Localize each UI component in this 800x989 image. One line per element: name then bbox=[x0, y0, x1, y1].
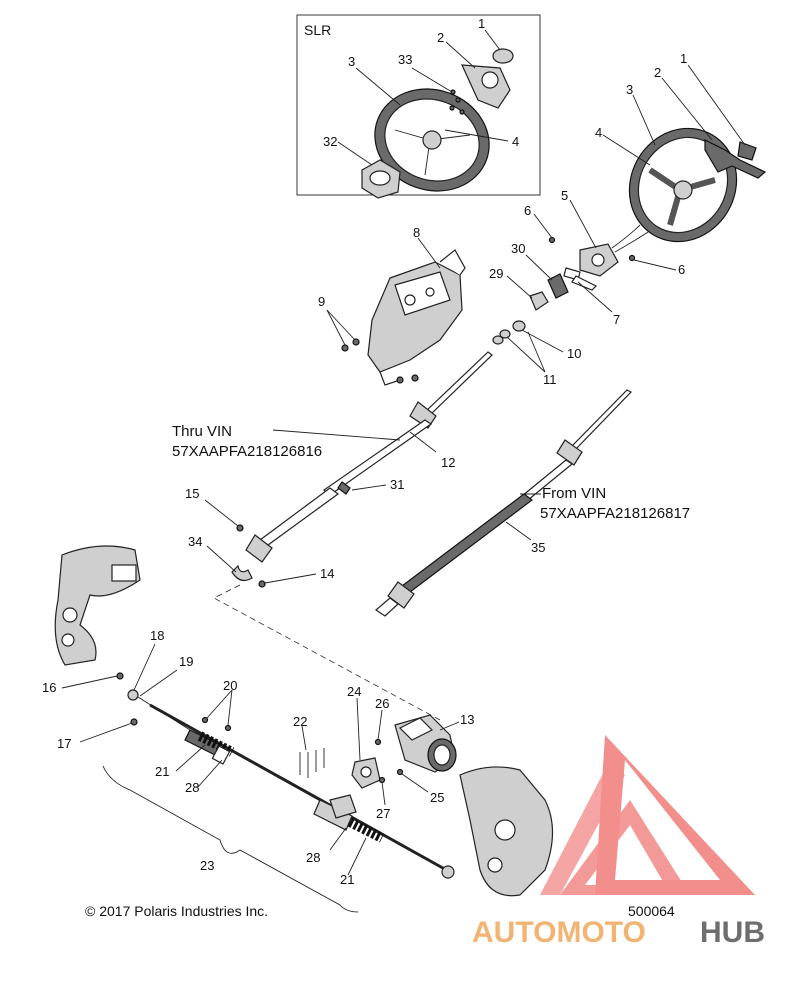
callout-4: 4 bbox=[595, 125, 602, 140]
bolt-15 bbox=[236, 524, 244, 532]
callout-9: 9 bbox=[318, 294, 325, 309]
watermark-text-hub: HUB bbox=[700, 916, 765, 949]
wheel-clip bbox=[704, 139, 767, 179]
bearing-11 bbox=[492, 329, 511, 345]
callout-3: 3 bbox=[348, 54, 355, 69]
callout-29: 29 bbox=[489, 266, 503, 281]
clamp-34 bbox=[231, 564, 253, 582]
bolt-26 bbox=[374, 738, 382, 746]
bearing-10 bbox=[512, 320, 526, 332]
callout-35: 35 bbox=[531, 540, 545, 555]
vin-from-label: From VIN bbox=[542, 485, 606, 502]
diagram-number: 500064 bbox=[628, 903, 675, 919]
bracket-30 bbox=[547, 273, 569, 299]
inset-steering-wheel bbox=[374, 88, 490, 192]
callout-7: 7 bbox=[613, 312, 620, 327]
callout-10: 10 bbox=[567, 346, 581, 361]
nut-29 bbox=[529, 291, 549, 311]
callout-3: 3 bbox=[626, 82, 633, 97]
callout-18: 18 bbox=[150, 628, 164, 643]
left-knuckle bbox=[54, 545, 141, 666]
callout-14: 14 bbox=[320, 566, 334, 581]
callout-1: 1 bbox=[680, 51, 687, 66]
bolt-25 bbox=[396, 768, 404, 776]
callout-34: 34 bbox=[188, 534, 202, 549]
callout-28: 28 bbox=[185, 780, 199, 795]
switch-assembly bbox=[563, 224, 649, 291]
callout-21: 21 bbox=[155, 764, 169, 779]
callout-4: 4 bbox=[512, 134, 519, 149]
callout-15: 15 bbox=[185, 486, 199, 501]
vin-thru-number: 57XAAPFA218126816 bbox=[172, 443, 322, 460]
callout-24: 24 bbox=[347, 684, 361, 699]
watermark-text-automoto: AUTOMOTO bbox=[472, 916, 646, 949]
inset-screws bbox=[449, 89, 465, 115]
callout-32: 32 bbox=[323, 134, 337, 149]
callout-19: 19 bbox=[179, 654, 193, 669]
bolt-27 bbox=[378, 776, 386, 784]
callout-16: 16 bbox=[42, 680, 56, 695]
callout-26: 26 bbox=[375, 696, 389, 711]
callout-1: 1 bbox=[478, 16, 485, 31]
callout-2: 2 bbox=[437, 30, 444, 45]
slr-inset: SLR 1 2 bbox=[296, 14, 541, 199]
bolt-16 bbox=[116, 672, 124, 680]
nut-14 bbox=[258, 580, 266, 588]
callout-22: 22 bbox=[293, 714, 307, 729]
callout-8: 8 bbox=[413, 225, 420, 240]
steering-shaft-35 bbox=[375, 389, 632, 617]
callout-20: 20 bbox=[223, 678, 237, 693]
callout-25: 25 bbox=[430, 790, 444, 805]
callout-17: 17 bbox=[57, 736, 71, 751]
rack-bolts-20 bbox=[201, 716, 232, 732]
callout-5: 5 bbox=[561, 188, 568, 203]
callout-28: 28 bbox=[306, 850, 320, 865]
pinion-housing bbox=[329, 757, 381, 819]
rack-bolts-22 bbox=[299, 748, 325, 778]
column-bracket bbox=[367, 249, 466, 386]
vin-from-number: 57XAAPFA218126817 bbox=[540, 505, 690, 522]
callout-27: 27 bbox=[376, 806, 390, 821]
steering-rack bbox=[149, 703, 455, 879]
callout-13: 13 bbox=[460, 712, 474, 727]
callout-6: 6 bbox=[524, 203, 531, 218]
steering-wheel bbox=[628, 127, 738, 243]
alignment-dashed-line bbox=[213, 584, 441, 721]
callout-31: 31 bbox=[390, 477, 404, 492]
screw-6b bbox=[628, 254, 636, 262]
callout-23: 23 bbox=[200, 858, 214, 873]
copyright-text: © 2017 Polaris Industries Inc. bbox=[85, 903, 268, 919]
callout-33: 33 bbox=[398, 52, 412, 67]
inset-label: SLR bbox=[304, 22, 331, 38]
callout-11: 11 bbox=[543, 372, 557, 387]
callout-21: 21 bbox=[340, 872, 354, 887]
screw-6a bbox=[548, 236, 556, 244]
right-knuckle bbox=[459, 766, 554, 897]
wheel-cap bbox=[737, 141, 757, 161]
callout-2: 2 bbox=[654, 65, 661, 80]
eps-motor bbox=[394, 714, 457, 773]
steering-shaft-12 bbox=[245, 351, 493, 563]
inset-spacer bbox=[361, 159, 401, 199]
inset-cap bbox=[492, 48, 514, 64]
watermark-logo bbox=[540, 735, 755, 895]
callout-6: 6 bbox=[678, 262, 685, 277]
callout-12: 12 bbox=[441, 455, 455, 470]
assembly-bracket-23 bbox=[102, 765, 359, 913]
vin-thru-label: Thru VIN bbox=[172, 423, 232, 440]
nut-17 bbox=[130, 718, 138, 726]
callout-30: 30 bbox=[511, 241, 525, 256]
inset-hub bbox=[461, 64, 511, 109]
